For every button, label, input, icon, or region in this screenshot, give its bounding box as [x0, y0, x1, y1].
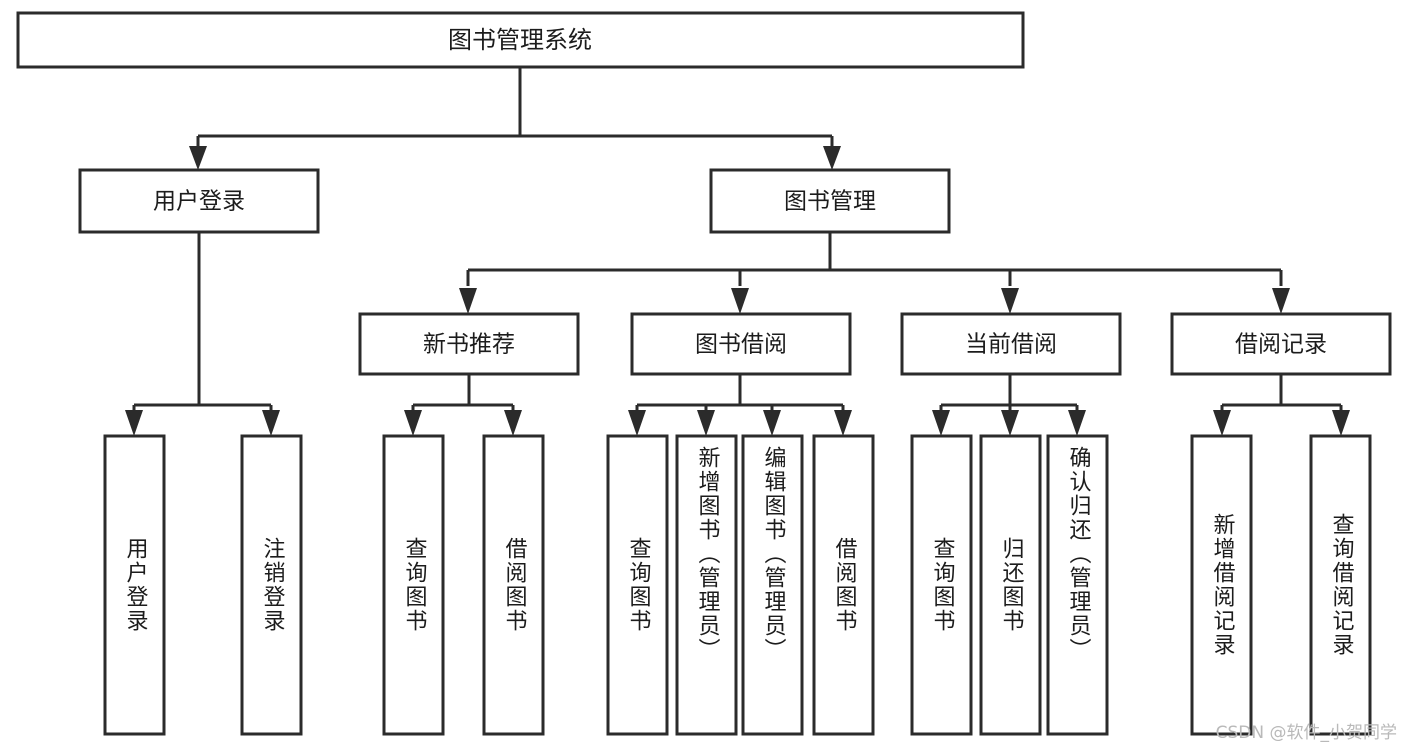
edge-current-borrow-to-leaves [932, 374, 1086, 436]
leaf-boxes [103, 434, 1372, 736]
leaf-box-user-login[interactable] [103, 434, 166, 736]
node-user-login-label: 用户登录 [153, 189, 245, 215]
edge-borrow-record-to-leaves [1213, 374, 1350, 436]
edge-book-borrow-to-leaves [628, 374, 852, 436]
node-root[interactable]: 图书管理系统 [16, 11, 1025, 69]
node-book-borrow[interactable]: 图书借阅 [630, 312, 852, 376]
leaf-box-add-book-admin[interactable] [675, 434, 738, 736]
leaf-box-logout[interactable] [240, 434, 303, 736]
leaf-box-borrow-book-b[interactable] [812, 434, 875, 736]
leaf-box-add-record[interactable] [1190, 434, 1253, 736]
leaf-box-borrow-book-a[interactable] [482, 434, 545, 736]
edge-book-mgmt-to-level3 [459, 232, 1290, 314]
node-book-management-label: 图书管理 [784, 189, 876, 215]
node-current-borrow-label: 当前借阅 [965, 332, 1057, 358]
leaf-box-query-record[interactable] [1309, 434, 1372, 736]
leaf-box-edit-book-admin[interactable] [741, 434, 804, 736]
node-new-book-recommend[interactable]: 新书推荐 [358, 312, 580, 376]
leaf-box-query-book-c[interactable] [910, 434, 973, 736]
node-book-borrow-label: 图书借阅 [695, 332, 787, 358]
leaf-box-query-book-b[interactable] [606, 434, 669, 736]
node-borrow-record-label: 借阅记录 [1235, 332, 1327, 358]
leaf-box-confirm-return[interactable] [1046, 434, 1109, 736]
edge-user-login-to-leaves [125, 232, 280, 436]
edge-new-book-to-leaves [404, 374, 522, 436]
leaf-box-return-book[interactable] [979, 434, 1042, 736]
node-user-login[interactable]: 用户登录 [78, 168, 320, 234]
node-new-book-recommend-label: 新书推荐 [423, 332, 515, 358]
leaf-box-query-book-a[interactable] [382, 434, 445, 736]
node-borrow-record[interactable]: 借阅记录 [1170, 312, 1392, 376]
node-root-label: 图书管理系统 [448, 26, 592, 54]
node-book-management[interactable]: 图书管理 [709, 168, 951, 234]
node-current-borrow[interactable]: 当前借阅 [900, 312, 1122, 376]
edge-root-to-level2 [189, 67, 841, 170]
csdn-watermark: CSDN @软件_小贺同学 [1215, 723, 1397, 743]
